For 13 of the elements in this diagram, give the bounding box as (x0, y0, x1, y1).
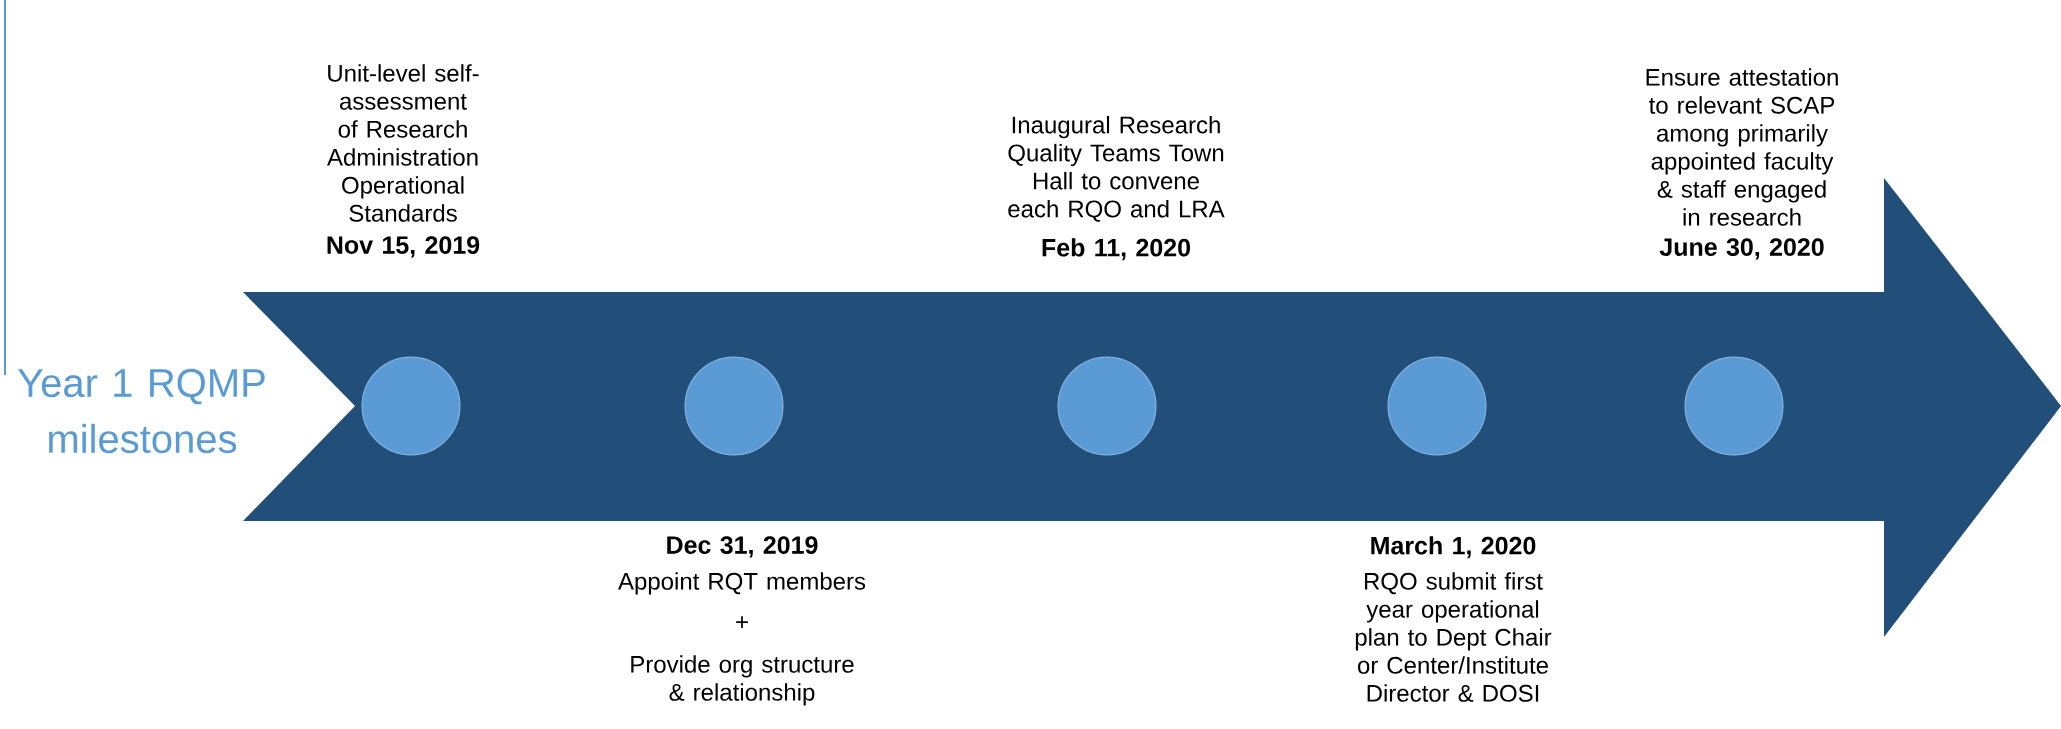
milestone-circle (684, 356, 784, 456)
milestone-text: Ensure attestation to relevant SCAP among primarily appointed faculty & staff engaged in research (1646, 68, 1838, 226)
milestone-circle (361, 356, 461, 456)
milestone-text: Unit-level self-assessment of Research Administration Operational Standards (327, 64, 479, 222)
milestone-circle (1057, 356, 1157, 456)
milestone-text: RQO submit first year operational plan to Dept Chair or Center/Institute Director & DOSI (1355, 572, 1552, 702)
milestone-circle (1684, 356, 1784, 456)
milestone-text: Inaugural Research Quality Teams Town Hall to convene each RQO and LRA (1008, 115, 1225, 222)
milestone-text: Provide org structure & relationship (631, 655, 854, 706)
timeline-title: Year 1 RQMP milestones (18, 368, 265, 454)
milestone-circle (1387, 356, 1487, 456)
milestone-text: Appoint RQT members (618, 572, 866, 595)
milestone-text: + (736, 616, 748, 628)
